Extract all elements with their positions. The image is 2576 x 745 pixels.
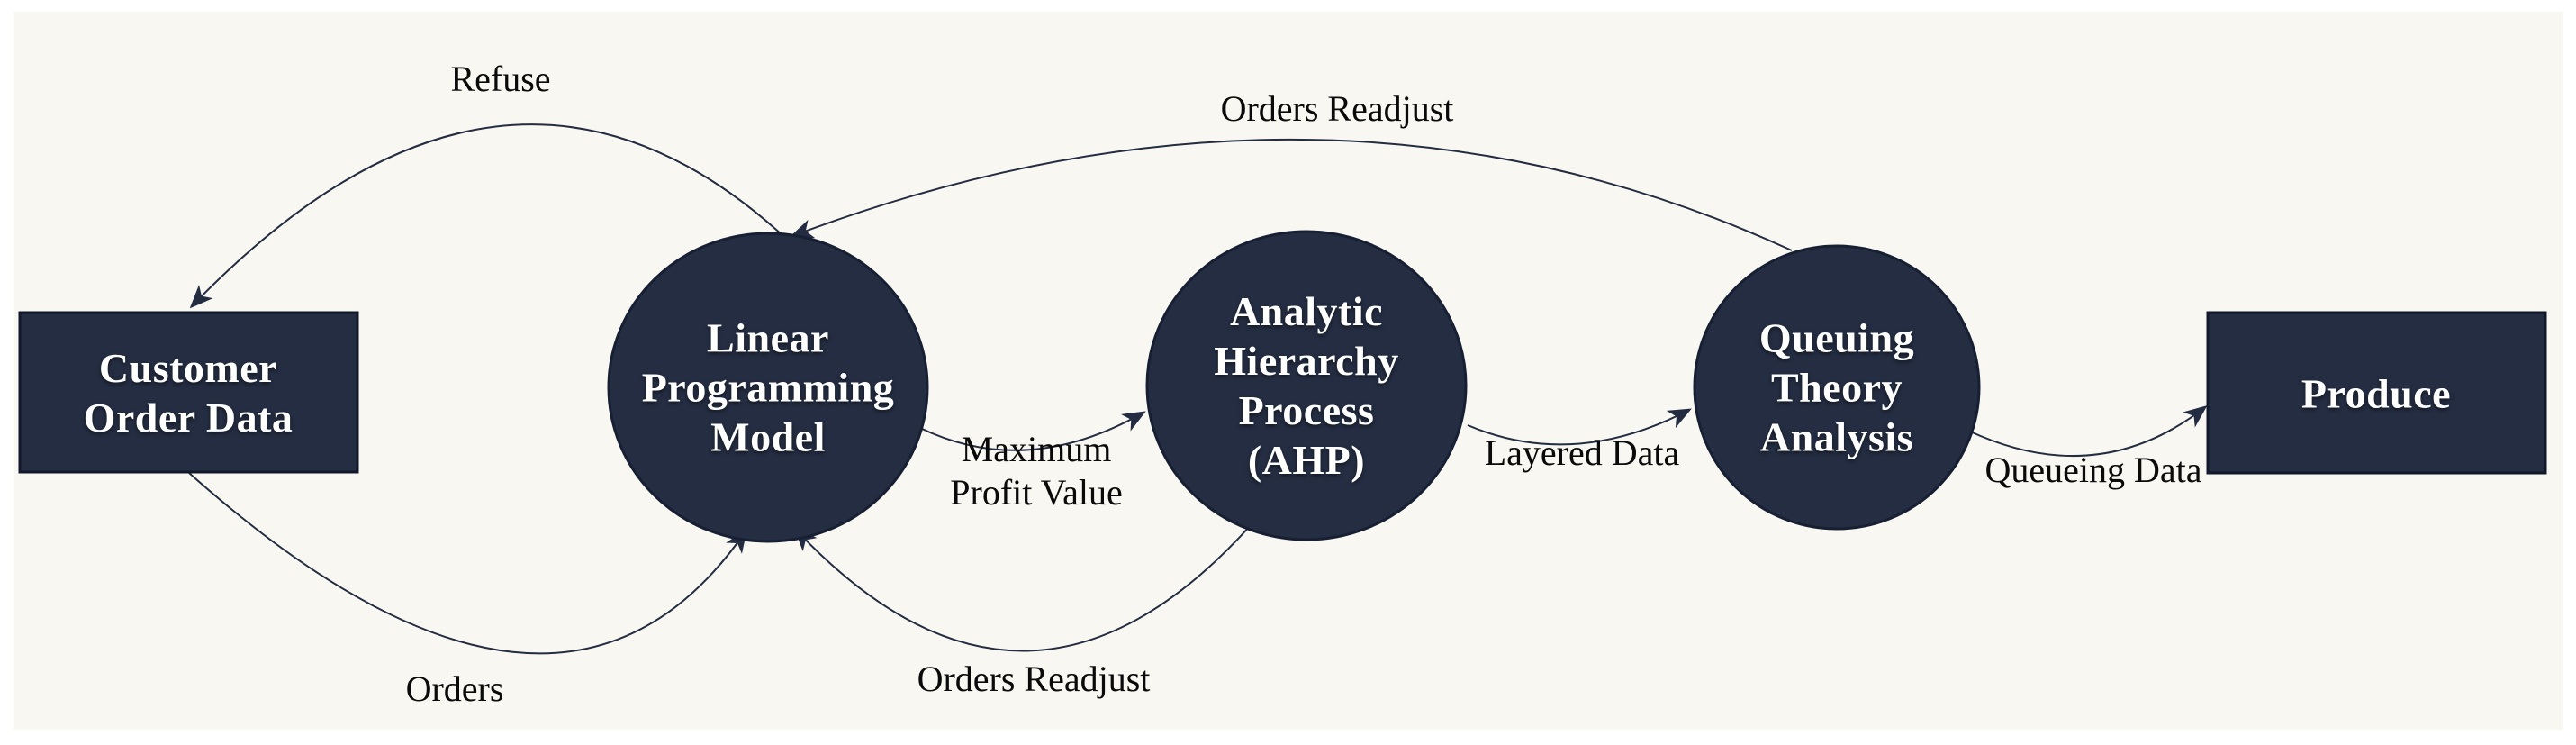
edge-label-orders: Orders	[405, 668, 504, 709]
node-shape-linear-programming-model	[607, 232, 929, 543]
node-label-line: Queuing	[1758, 314, 1915, 361]
edge-label-orders-readjust-top: Orders Readjust	[1220, 88, 1454, 129]
node-label-line: Analysis	[1759, 413, 1914, 460]
node-label-line: Produce	[2300, 370, 2452, 417]
edge-label-layered-data: Layered Data	[1484, 432, 1680, 473]
node-shape-analytic-hierarchy-process	[1145, 230, 1468, 541]
node-shape-queuing-theory-analysis	[1693, 244, 1981, 531]
node-label-line: Programming	[641, 364, 895, 411]
edge-queueing-data	[1967, 404, 2208, 457]
node-label-line: Model	[710, 413, 826, 460]
edge-layered-data	[1467, 408, 1692, 446]
node-label-customer-order-data: Customer Order Data	[84, 343, 294, 442]
edge-label-orders-readjust-bottom: Orders Readjust	[917, 659, 1151, 699]
node-label-queuing-theory-analysis: Queuing Theory Analysis	[1759, 313, 1914, 462]
edge-label-refuse: Refuse	[450, 59, 551, 99]
node-label-line: Order Data	[83, 395, 294, 441]
node-label-produce: Produce	[2301, 369, 2451, 419]
node-label-line: Theory	[1770, 364, 1903, 411]
edge-refuse	[189, 123, 784, 309]
node-label-linear-programming-model: Linear Programming Model	[642, 313, 895, 462]
node-label-line: Analytic	[1229, 288, 1384, 334]
node-label-line: Hierarchy	[1214, 338, 1399, 384]
edge-orders-readjust-bottom	[793, 523, 1252, 652]
node-label-line: Linear	[707, 314, 829, 361]
node-shape-produce	[2206, 311, 2547, 475]
edge-orders-readjust-top	[789, 138, 1793, 251]
edge-label-maximum-profit-value: Maximum Profit Value	[950, 429, 1123, 513]
node-label-analytic-hierarchy-process: Analytic Hierarchy Process (AHP)	[1214, 286, 1398, 485]
edge-orders	[188, 472, 747, 655]
edge-label-queueing-data: Queueing Data	[1984, 450, 2202, 490]
edge-maximum-profit-value	[919, 411, 1146, 451]
node-label-line: (AHP)	[1247, 437, 1366, 483]
node-label-line: Process	[1238, 387, 1375, 433]
node-shape-customer-order-data	[18, 311, 359, 474]
node-label-line: Customer	[98, 345, 278, 391]
